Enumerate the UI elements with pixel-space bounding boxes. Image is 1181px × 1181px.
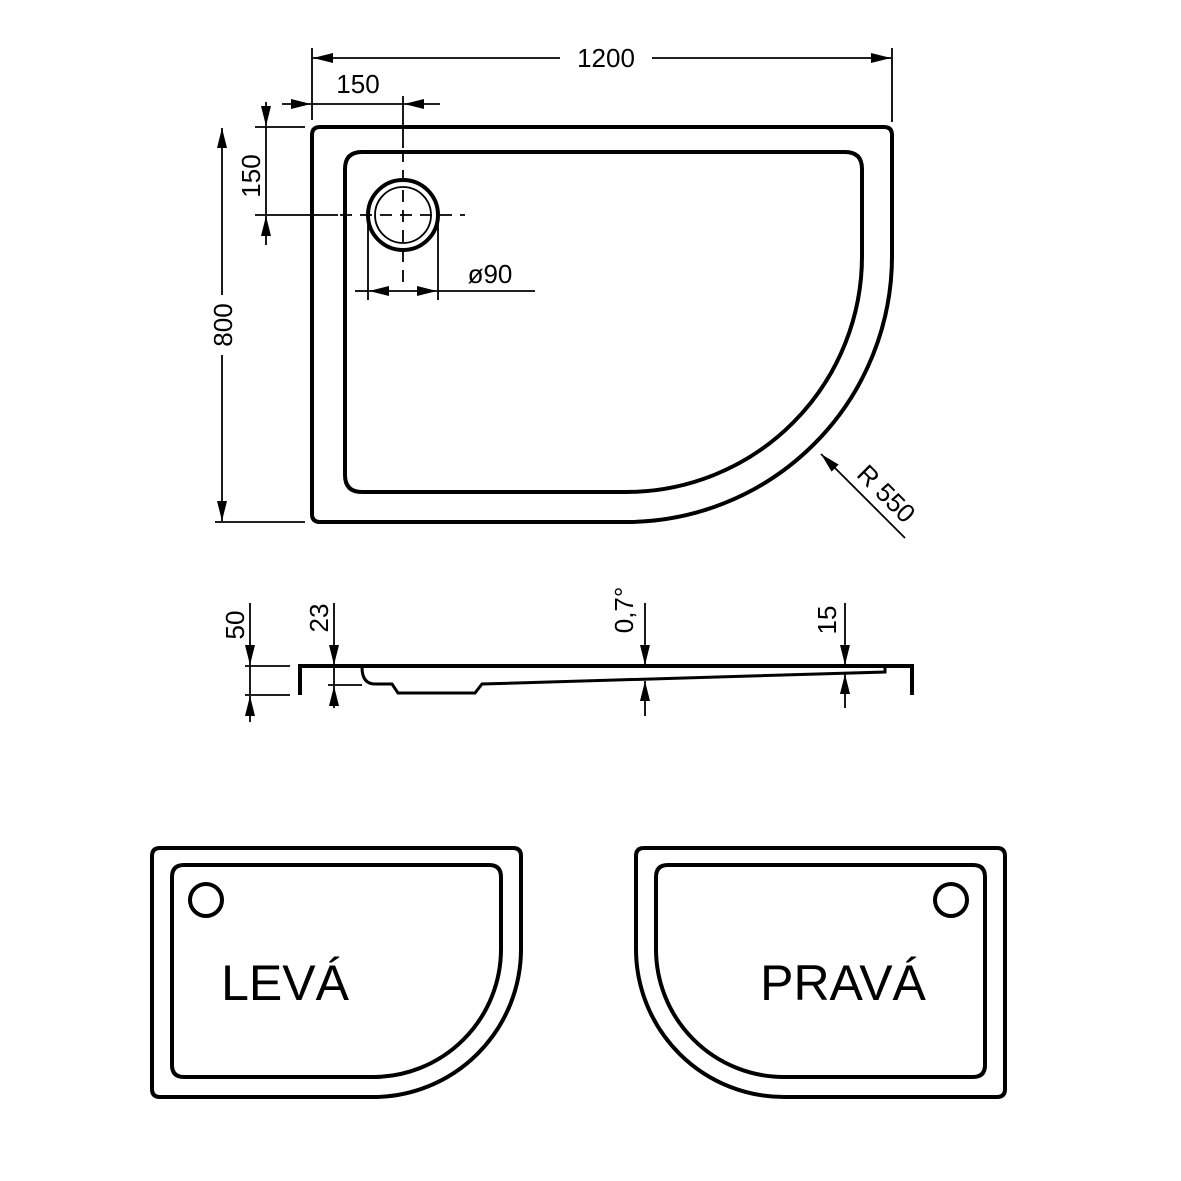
dimension-width: 1200 [311,43,893,122]
right-variant-inner [654,863,987,1079]
dimension-depth: 800 [208,128,305,523]
dimension-drain-depth: 23 [304,603,362,708]
side-view: 50 23 0,7° 15 [220,587,914,722]
left-variant-drain [188,882,224,918]
right-variant-drain [933,882,969,918]
left-variant-outer [150,846,523,1099]
tray-outer-outline [310,125,894,524]
dimension-drain-offset-x: 150 [282,69,440,148]
left-variant-inner [170,863,503,1079]
variant-left: LEVÁ [150,846,523,1099]
right-variant-label: PRAVÁ [760,955,926,1011]
dimension-slope: 0,7° [609,587,650,716]
dimension-drain-diameter: ø90 [355,215,535,300]
top-view: 1200 150 150 800 [208,43,922,539]
variant-right: PRAVÁ [634,846,1007,1099]
depth-label: 800 [208,303,238,346]
dimension-drain-offset-y: 150 [236,102,338,245]
tray-profile-basin [360,666,887,695]
width-label: 1200 [577,43,635,73]
height-label: 50 [220,611,250,640]
dimension-height: 50 [220,603,290,722]
tray-inner-basin [343,150,864,494]
drain-diameter-label: ø90 [468,259,513,289]
slope-label: 0,7° [609,587,639,634]
drain-offset-x-label: 150 [336,69,379,99]
drain-depth-label: 23 [304,604,334,633]
drain-offset-y-label: 150 [236,154,266,197]
tray-profile-rim [298,664,914,695]
dimension-rim-depth: 15 [812,603,850,708]
left-variant-label: LEVÁ [221,955,350,1011]
rim-depth-label: 15 [812,606,842,635]
dimension-radius: R 550 [820,453,922,539]
right-variant-outer [634,846,1007,1099]
